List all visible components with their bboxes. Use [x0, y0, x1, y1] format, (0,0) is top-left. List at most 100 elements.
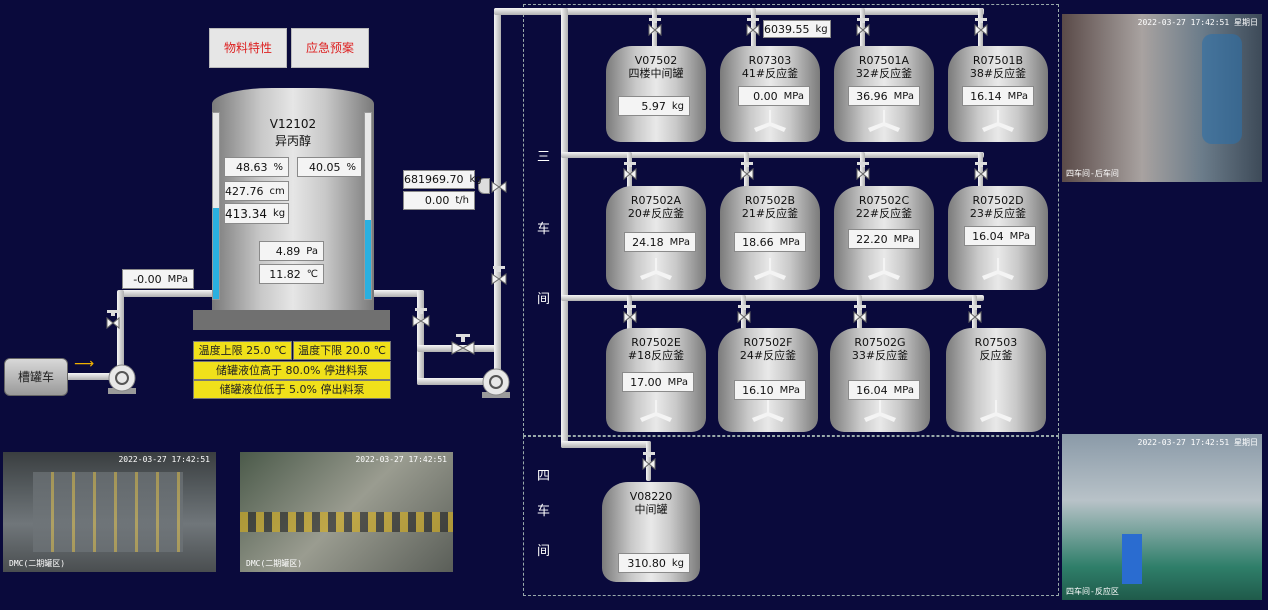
agitator-icon [864, 400, 896, 422]
branch-valve-icon[interactable] [974, 18, 988, 42]
reactor-id: R07502C [858, 194, 910, 207]
branch-valve-icon[interactable] [740, 162, 754, 186]
branch-valve-icon[interactable] [856, 162, 870, 186]
workshop3-label-1: 三 [537, 150, 551, 165]
reactor-name: 22#反应釜 [855, 207, 913, 220]
camera-feed-2[interactable]: 2022-03-27 17:42:51 DMC(二期罐区) [240, 452, 453, 572]
workshop3-label-3: 间 [537, 292, 551, 307]
camera-feed-4[interactable]: 2022-03-27 17:42:51 星期日 四车间-反应区 [1062, 434, 1262, 600]
branch-valve-icon[interactable] [968, 305, 982, 329]
agitator-icon [982, 258, 1014, 280]
agitator-icon [982, 110, 1014, 132]
reactor-id: R07501A [858, 54, 910, 67]
reactor-id: R07503 [974, 336, 1018, 349]
outlet-valve-icon[interactable] [411, 308, 431, 334]
agitator-icon [752, 400, 784, 422]
pipe [646, 441, 651, 481]
camera-2-timestamp: 2022-03-27 17:42:51 [355, 455, 447, 464]
camera-feed-3[interactable]: 2022-03-27 17:42:51 星期日 四车间-后车间 [1062, 14, 1262, 182]
riser-valve-icon[interactable] [490, 266, 508, 292]
reactor-name: 23#反应釜 [969, 207, 1027, 220]
reactor-name: 33#反应釜 [851, 349, 909, 362]
flowmeter-valve-icon[interactable] [490, 174, 508, 200]
reactor-name: 中间罐 [634, 503, 668, 516]
pipe [117, 290, 124, 380]
branch-valve-icon[interactable] [856, 18, 870, 42]
material-properties-button[interactable]: 物料特性 [209, 28, 287, 68]
reactor-name: 20#反应釜 [627, 207, 685, 220]
branch-valve-icon[interactable] [737, 305, 751, 329]
flowmeter-icon [478, 178, 490, 194]
branch-valve-icon[interactable] [853, 305, 867, 329]
reactor-id: R07502B [744, 194, 796, 207]
emergency-plan-button[interactable]: 应急预案 [291, 28, 369, 68]
pipe [561, 8, 568, 448]
outlet-pump-icon[interactable] [478, 366, 514, 400]
reactor-id: R07502E [631, 336, 681, 349]
reactor-name: 24#反应釜 [739, 349, 797, 362]
branch-valve-icon[interactable] [974, 162, 988, 186]
camera-feed-1[interactable]: 2022-03-27 17:42:51 DMC(二期罐区) [3, 452, 216, 572]
alarm-level-high: 储罐液位高于 80.0% 停进料泵 [193, 361, 391, 380]
pipe [561, 295, 984, 301]
truck-label: 槽罐车 [17, 370, 54, 384]
branch-valve-icon[interactable] [623, 305, 637, 329]
level-gauge-left [212, 112, 220, 300]
camera-1-timestamp: 2022-03-27 17:42:51 [118, 455, 210, 464]
camera-2-label: DMC(二期罐区) [246, 559, 303, 568]
pipe [60, 373, 122, 380]
workshop4-label-3: 间 [537, 544, 551, 559]
pipe [857, 295, 862, 335]
camera-scene [240, 512, 453, 532]
branch-valve-icon[interactable] [746, 18, 760, 42]
pipe [978, 8, 983, 48]
branch-valve-icon[interactable] [623, 162, 637, 186]
branch-valve-icon[interactable] [648, 18, 662, 42]
tanker-truck[interactable]: 槽罐车 [4, 358, 68, 396]
pipe [860, 152, 865, 192]
reactor-id: R07502D [972, 194, 1024, 207]
pipe [741, 295, 746, 335]
pipe [494, 8, 501, 388]
workshop4-zone [523, 436, 1059, 596]
camera-scene [1122, 534, 1142, 584]
bypass-valve-icon[interactable] [450, 334, 476, 358]
reactor-name: 32#反应釜 [855, 67, 913, 80]
main-tank-name: 异丙醇 [274, 134, 311, 148]
branch-valve-icon[interactable] [642, 452, 656, 476]
inlet-pump-icon[interactable] [104, 362, 140, 396]
agitator-icon [980, 400, 1012, 422]
workshop4-label-2: 车 [537, 504, 551, 519]
reactor-id: V08220 [629, 490, 673, 503]
main-tank-id: V12102 [269, 117, 317, 131]
agitator-icon [640, 400, 672, 422]
level-gauge-left-fill [213, 208, 219, 299]
alarm-temp-low: 温度下限 20.0 ℃ [293, 341, 391, 360]
pipe [744, 152, 749, 192]
reactor-name: 38#反应釜 [969, 67, 1027, 80]
reactor-name: 四楼中间罐 [628, 67, 684, 80]
pipe [561, 441, 651, 448]
reactor-name: #18反应釜 [627, 349, 685, 362]
inlet-valve-icon[interactable] [106, 310, 120, 336]
pipe [627, 295, 632, 335]
reactor-id: R07502F [743, 336, 793, 349]
pipe [494, 8, 984, 15]
pipe [372, 290, 424, 297]
reactor-id: R07502G [854, 336, 906, 349]
agitator-icon [640, 258, 672, 280]
